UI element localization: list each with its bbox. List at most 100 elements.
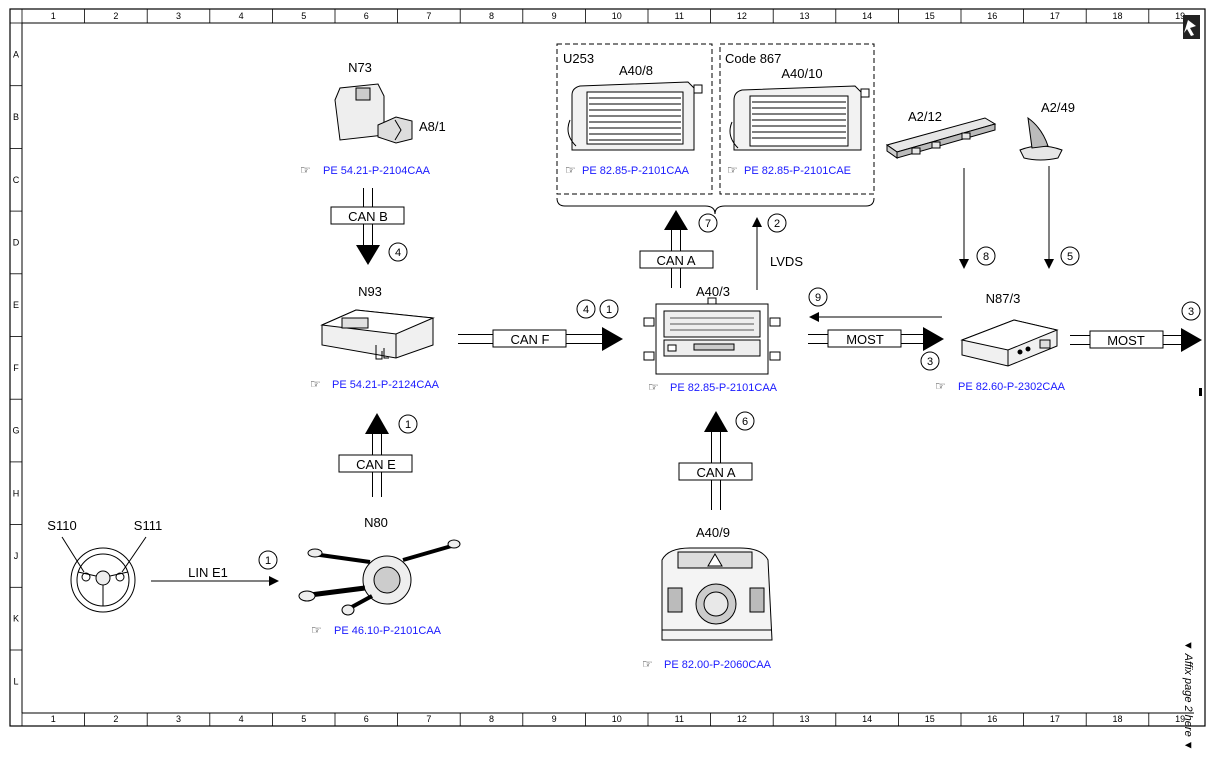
s111-label: S111 bbox=[134, 518, 162, 533]
column-number: 17 bbox=[1050, 11, 1060, 21]
a2-12-label: A2/12 bbox=[908, 109, 942, 124]
roof-antenna-icon bbox=[1019, 116, 1063, 161]
can-a-bottom-arrow bbox=[678, 411, 753, 510]
most-left-label: MOST bbox=[846, 332, 884, 347]
n87-3-module-icon bbox=[960, 319, 1059, 367]
svg-text:9: 9 bbox=[815, 292, 821, 304]
column-number: 15 bbox=[925, 11, 935, 21]
column-number: 3 bbox=[176, 11, 181, 21]
row-letter: K bbox=[13, 614, 19, 624]
controller-icon bbox=[661, 547, 773, 641]
svg-text:1: 1 bbox=[405, 419, 411, 431]
svg-text:3: 3 bbox=[927, 356, 933, 368]
row-letter: B bbox=[13, 112, 19, 122]
n80-label: N80 bbox=[364, 515, 388, 530]
row-letter: C bbox=[13, 175, 20, 185]
most-right-arrow bbox=[1070, 328, 1202, 352]
column-number: 14 bbox=[862, 11, 872, 21]
column-number: 16 bbox=[987, 714, 997, 724]
column-number: 3 bbox=[176, 714, 181, 724]
svg-text:2: 2 bbox=[774, 218, 780, 230]
row-letter: L bbox=[13, 676, 18, 686]
marker-most-in: 3 bbox=[920, 351, 940, 371]
column-number: 7 bbox=[426, 714, 431, 724]
a40-8-ref: PE 82.85-P-2101CAA bbox=[582, 165, 690, 177]
column-number: 5 bbox=[301, 714, 306, 724]
row-letter: E bbox=[13, 300, 19, 310]
a40-3-ref-icon: ☞ bbox=[648, 380, 659, 394]
column-number: 4 bbox=[239, 11, 244, 21]
svg-text:1: 1 bbox=[265, 555, 271, 567]
svg-text:4: 4 bbox=[395, 247, 401, 259]
column-number: 19 bbox=[1175, 11, 1185, 21]
row-letter: G bbox=[12, 426, 19, 436]
column-number: 2 bbox=[113, 11, 118, 21]
marker-can-f-4: 4 bbox=[576, 299, 596, 319]
drawing-frame bbox=[9, 8, 1206, 727]
lin-e1-label: LIN E1 bbox=[188, 565, 228, 580]
display-a40-8-icon bbox=[567, 81, 703, 151]
u253-label: U253 bbox=[563, 51, 594, 66]
column-number: 2 bbox=[113, 714, 118, 724]
a40-9-ref-icon: ☞ bbox=[642, 657, 653, 671]
column-number: 18 bbox=[1112, 11, 1122, 21]
column-number: 13 bbox=[799, 714, 809, 724]
n80-ref: PE 46.10-P-2101CAA bbox=[334, 625, 442, 637]
svg-text:6: 6 bbox=[742, 416, 748, 428]
n73-ref-icon: ☞ bbox=[300, 163, 311, 177]
marker-most-back: 9 bbox=[808, 287, 828, 307]
can-f-arrow bbox=[458, 327, 623, 351]
most-left-arrow bbox=[808, 327, 944, 351]
column-number: 10 bbox=[612, 11, 622, 21]
column-number: 1 bbox=[51, 11, 56, 21]
s110-label: S110 bbox=[47, 518, 76, 533]
marker-most-out: 3 bbox=[1181, 301, 1201, 321]
row-letter: A bbox=[13, 49, 19, 59]
column-number: 16 bbox=[987, 11, 997, 21]
row-letter: J bbox=[14, 551, 19, 561]
column-number: 11 bbox=[675, 11, 684, 21]
svg-text:4: 4 bbox=[583, 304, 589, 316]
a40-3-label: A40/3 bbox=[696, 284, 730, 299]
n93-module-icon bbox=[320, 309, 435, 360]
marker-lin: 1 bbox=[258, 550, 278, 570]
steering-column-module-icon bbox=[298, 539, 461, 616]
marker-lvds: 2 bbox=[767, 213, 787, 233]
column-number: 13 bbox=[799, 11, 809, 21]
column-number: 17 bbox=[1050, 714, 1060, 724]
column-number: 5 bbox=[301, 11, 306, 21]
svg-text:1: 1 bbox=[606, 304, 612, 316]
ignition-switch-icon bbox=[334, 83, 413, 144]
row-letter: F bbox=[13, 363, 19, 373]
a2-49-label: A2/49 bbox=[1041, 100, 1075, 115]
lvds-label: LVDS bbox=[770, 254, 803, 269]
n93-ref: PE 54.21-P-2124CAA bbox=[332, 379, 440, 391]
svg-text:3: 3 bbox=[1188, 306, 1194, 318]
row-letter: D bbox=[13, 237, 20, 247]
column-number: 6 bbox=[364, 11, 369, 21]
can-a-top-arrow bbox=[639, 210, 714, 288]
head-unit-icon bbox=[643, 297, 781, 375]
marker-a2-49: 5 bbox=[1060, 246, 1080, 266]
marker-can-a-bottom: 6 bbox=[735, 411, 755, 431]
can-b-label: CAN B bbox=[348, 209, 388, 224]
column-number: 12 bbox=[737, 714, 747, 724]
code867-option-box bbox=[719, 43, 875, 195]
can-a-top-label: CAN A bbox=[656, 253, 695, 268]
column-number: 9 bbox=[552, 714, 557, 724]
column-number: 12 bbox=[737, 11, 747, 21]
a40-10-ref: PE 82.85-P-2101CAE bbox=[744, 165, 851, 177]
affix-page-note: ▼ Affix page 2 here ▼ bbox=[1182, 640, 1194, 751]
marker-can-e: 1 bbox=[398, 414, 418, 434]
n87-3-label: N87/3 bbox=[986, 291, 1021, 306]
n73-ref: PE 54.21-P-2104CAA bbox=[323, 165, 431, 177]
column-number: 8 bbox=[489, 11, 494, 21]
column-number: 6 bbox=[364, 714, 369, 724]
can-a-bottom-label: CAN A bbox=[696, 465, 735, 480]
steering-wheel-icon bbox=[61, 536, 147, 613]
column-number: 18 bbox=[1112, 714, 1122, 724]
svg-text:5: 5 bbox=[1067, 251, 1073, 263]
a8-1-label: A8/1 bbox=[419, 119, 446, 134]
can-b-arrow bbox=[330, 188, 405, 265]
